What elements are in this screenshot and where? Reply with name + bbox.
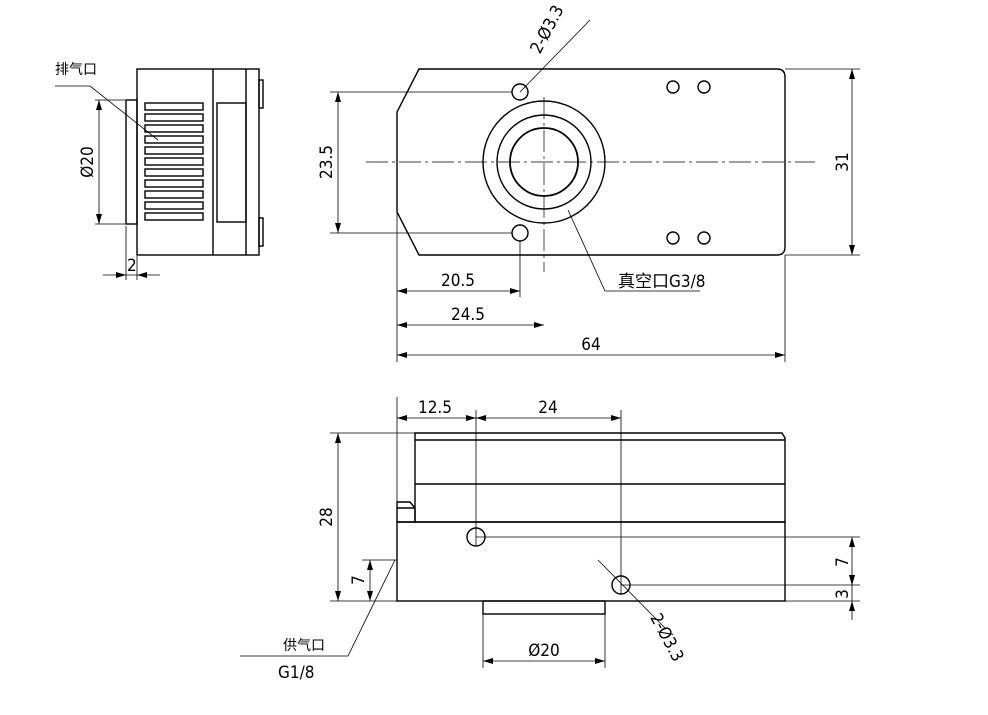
height-28-label: 28 bbox=[317, 507, 337, 526]
side-2-label: 2 bbox=[127, 256, 137, 276]
right-7-label: 7 bbox=[833, 557, 853, 567]
front-holes-label: 2-Ø3.3 bbox=[645, 610, 687, 665]
side-view bbox=[55, 68, 264, 280]
left-7-label: 7 bbox=[349, 575, 369, 585]
width-31-label: 31 bbox=[833, 152, 853, 171]
exhaust-port-label: 排气口 bbox=[55, 62, 97, 78]
height-23-5-label: 23.5 bbox=[317, 145, 337, 179]
exhaust-slots bbox=[144, 102, 204, 221]
len-20-5-label: 20.5 bbox=[441, 271, 475, 291]
bottom-diameter-label: Ø20 bbox=[528, 641, 560, 661]
top-view bbox=[330, 19, 860, 362]
len-64-label: 64 bbox=[581, 335, 600, 355]
supply-port-label: 供气口 bbox=[283, 638, 325, 654]
len-24-label: 24 bbox=[538, 398, 557, 418]
right-3-label: 3 bbox=[833, 589, 853, 599]
front-view bbox=[240, 397, 860, 668]
side-diameter-label: Ø20 bbox=[78, 146, 98, 178]
vacuum-port-label: 真空口G3/8 bbox=[618, 272, 705, 292]
len-12-5-label: 12.5 bbox=[418, 398, 452, 418]
supply-thread-label: G1/8 bbox=[278, 663, 314, 683]
len-24-5-label: 24.5 bbox=[451, 305, 485, 325]
